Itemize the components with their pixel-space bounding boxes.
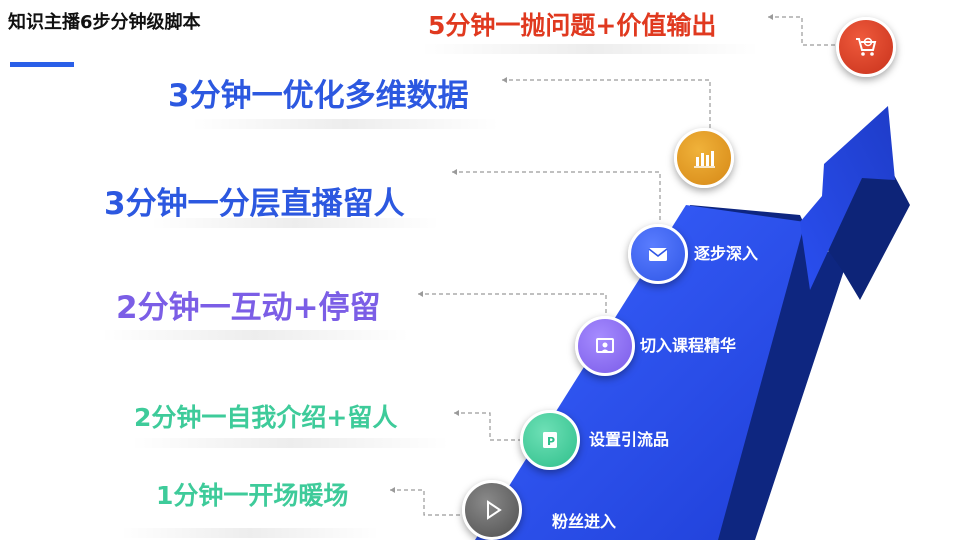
connector-3	[452, 171, 661, 222]
presentation-icon	[596, 338, 614, 353]
stair-label-lead-product: 设置引流品	[589, 430, 670, 449]
play-icon	[487, 500, 502, 520]
ppt-icon: P	[543, 432, 557, 448]
step-1b-label: 2分钟一自我介绍+留人	[134, 403, 398, 432]
connector-6	[390, 489, 462, 516]
svg-text:P: P	[547, 435, 555, 448]
bar-chart-icon	[694, 151, 715, 168]
ppt-badge: P	[520, 410, 580, 470]
shopping-cart-icon	[856, 37, 877, 56]
page-title: 知识主播6步分钟级脚本	[8, 12, 201, 33]
stair-label-fans-enter: 粉丝进入	[552, 512, 617, 531]
step-2-label: 2分钟一互动+停留	[116, 290, 381, 326]
cart-badge	[836, 17, 896, 77]
chart-badge	[674, 128, 734, 188]
step-5-label: 5分钟一抛问题+价值输出	[428, 11, 717, 40]
envelope-icon	[648, 248, 668, 261]
step-4-label: 3分钟一优化多维数据	[168, 78, 469, 114]
connector-4	[418, 293, 607, 316]
connector-2	[502, 79, 711, 128]
title-underline	[10, 62, 74, 67]
stair-label-deepen: 逐步深入	[694, 244, 759, 263]
play-badge	[462, 480, 522, 540]
connector-1	[768, 16, 840, 46]
arrow-head	[800, 106, 895, 290]
presentation-badge	[575, 316, 635, 376]
step-1-label: 1分钟一开场暖场	[156, 481, 349, 510]
step-3-label: 3分钟一分层直播留人	[104, 186, 405, 222]
arrow-shadow	[808, 145, 910, 300]
envelope-badge	[628, 224, 688, 284]
connector-5	[454, 412, 520, 441]
stair-label-course-essence: 切入课程精华	[640, 336, 737, 355]
